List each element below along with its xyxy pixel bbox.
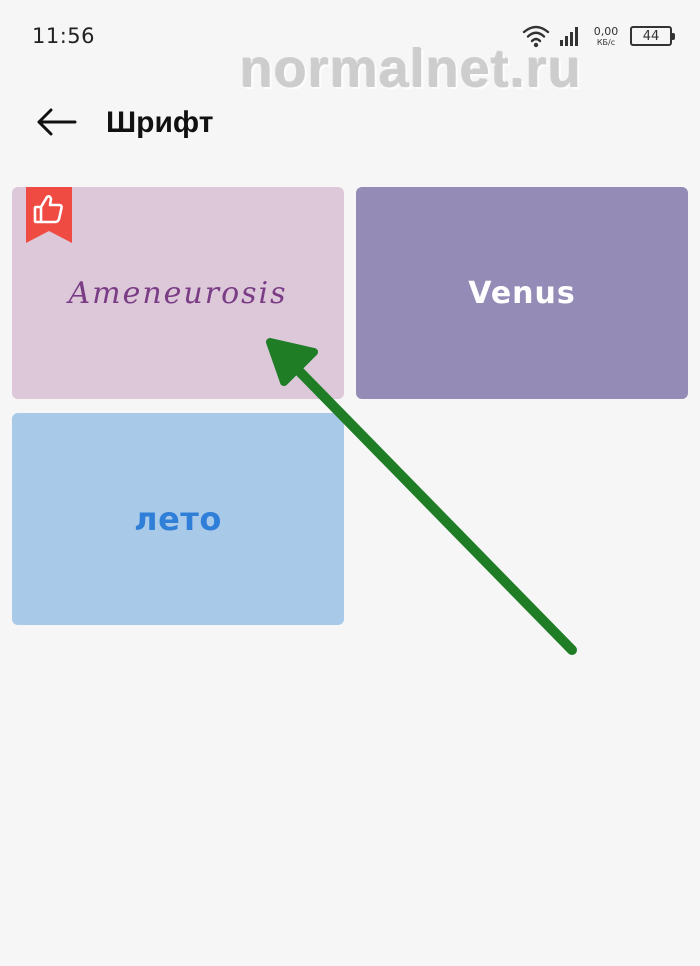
net-speed: 0,00 КБ/с (590, 22, 622, 50)
net-speed-value: 0,00 (593, 24, 619, 38)
status-time: 11:56 (32, 24, 96, 48)
status-bar: 11:56 0,00 КБ/с 44 (0, 0, 700, 70)
font-card-venus[interactable]: Venus (356, 187, 688, 399)
watermark: normalnet.ru (240, 39, 583, 99)
status-icons: 0,00 КБ/с 44 (522, 20, 675, 52)
font-name-leto: лето (134, 500, 222, 538)
font-card-ameneurosis[interactable]: Ameneurosis (12, 187, 344, 399)
font-name-ameneurosis: Ameneurosis (68, 275, 288, 311)
font-name-venus: Venus (468, 275, 576, 311)
badge-ribbon (26, 187, 72, 243)
arrow-left-icon (37, 108, 77, 136)
page-title: Шрифт (106, 106, 214, 139)
app-header: Шрифт (0, 90, 700, 160)
font-card-leto[interactable]: лето (12, 413, 344, 625)
thumbs-up-icon (33, 195, 63, 224)
recommended-badge (26, 187, 72, 243)
back-button[interactable] (30, 102, 82, 142)
net-speed-unit: КБ/с (596, 37, 616, 47)
battery-icon: 44 (630, 26, 675, 46)
wifi-icon (522, 25, 550, 48)
signal-icon (560, 27, 578, 46)
battery-level: 44 (642, 28, 660, 44)
